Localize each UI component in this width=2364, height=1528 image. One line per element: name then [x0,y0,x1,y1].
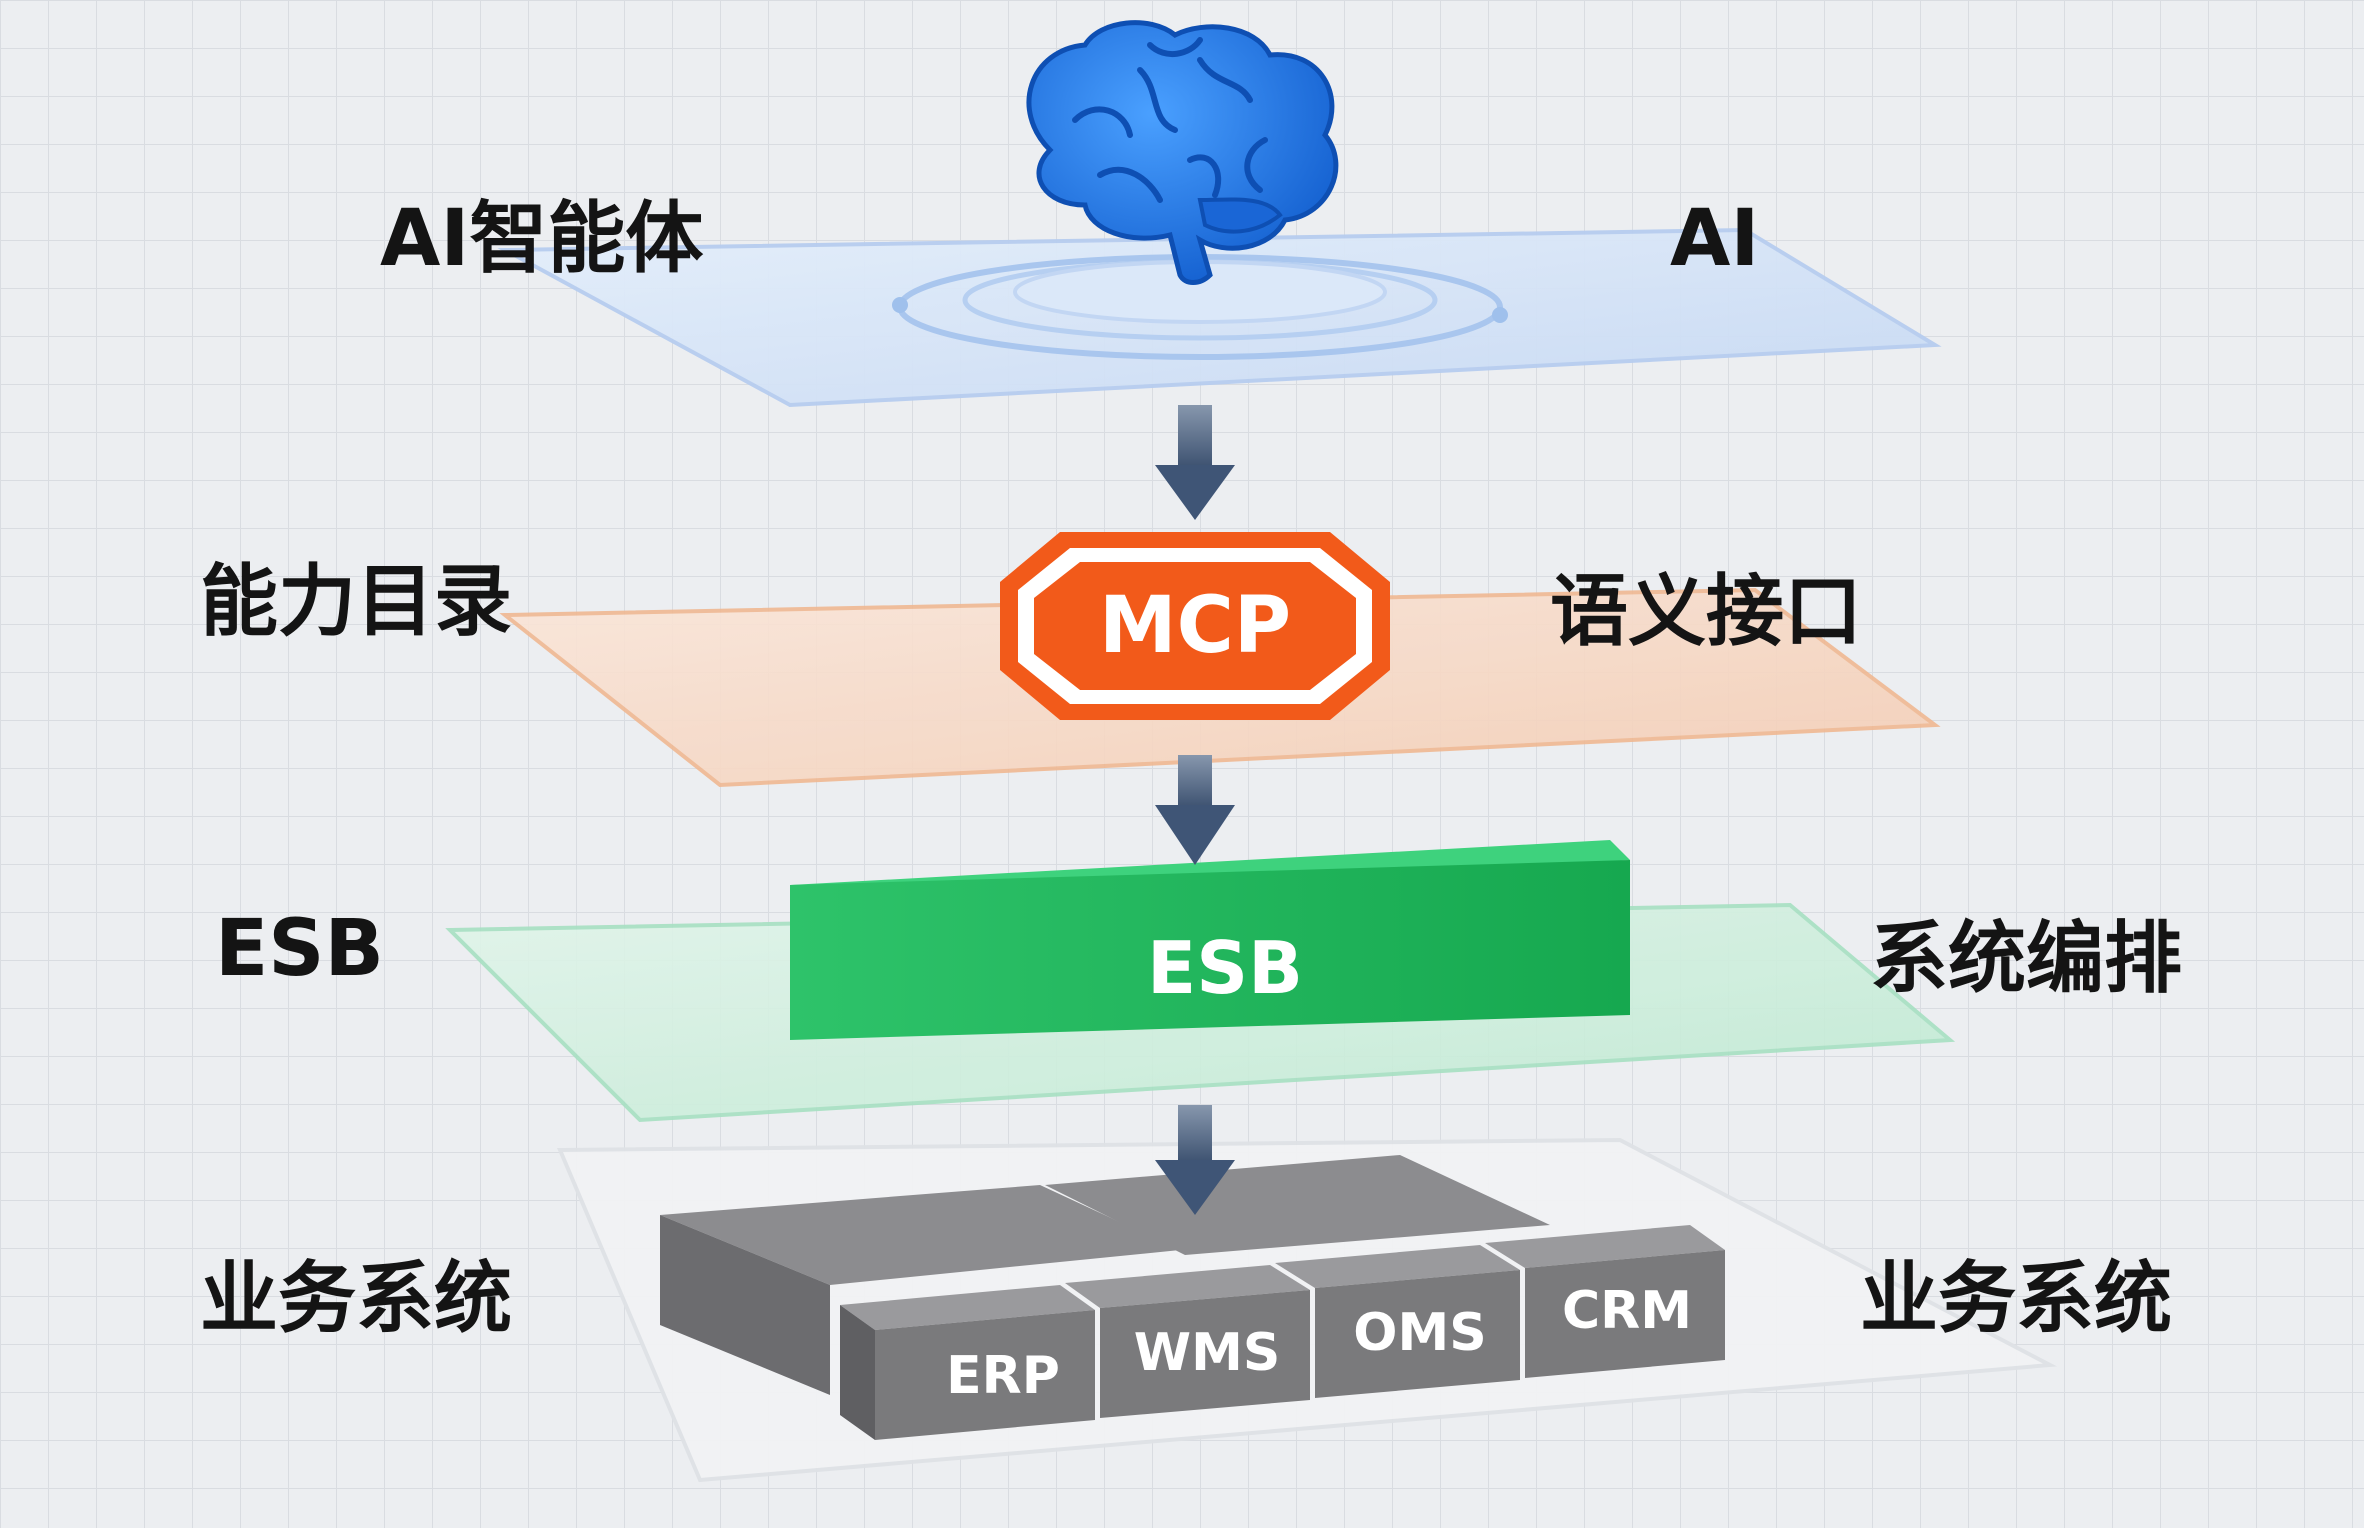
arrow-esb-to-business [1155,1105,1235,1215]
system-label-wms: WMS [1134,1323,1281,1383]
esb-right-label: 系统编排 [1870,914,2182,1004]
brain-icon [1026,20,1339,285]
mcp-badge-inner [1034,562,1356,690]
business-right-label: 业务系统 [1860,1254,2172,1344]
esb-layer: ESB [445,840,1956,1123]
system-box-erp [840,1285,1095,1440]
mcp-layer: MCP [499,532,1941,788]
system-label-crm: CRM [1562,1281,1692,1341]
mcp-badge-label: MCP [1099,581,1291,671]
system-label-oms: OMS [1353,1303,1486,1363]
ai-left-label: AI智能体 [380,194,703,284]
esb-block-front [790,860,1630,1040]
mcp-left-label: 能力目录 [200,557,512,647]
arrow-mcp-to-esb [1155,755,1235,865]
system-box-oms [1275,1245,1520,1398]
esb-block-label: ESB [1147,926,1303,1010]
system-box-crm [1485,1225,1725,1378]
ai-right-label: AI [1670,194,1759,284]
arrow-ai-to-mcp [1155,405,1235,520]
system-box-wms [1065,1265,1310,1418]
business-left-label: 业务系统 [200,1254,512,1344]
esb-left-label: ESB [215,904,384,994]
ai-layer [497,20,1942,408]
system-label-erp: ERP [946,1346,1060,1406]
mcp-right-label: 语义接口 [1550,567,1862,657]
business-layer: ERP WMS OMS CRM [556,1137,2058,1483]
